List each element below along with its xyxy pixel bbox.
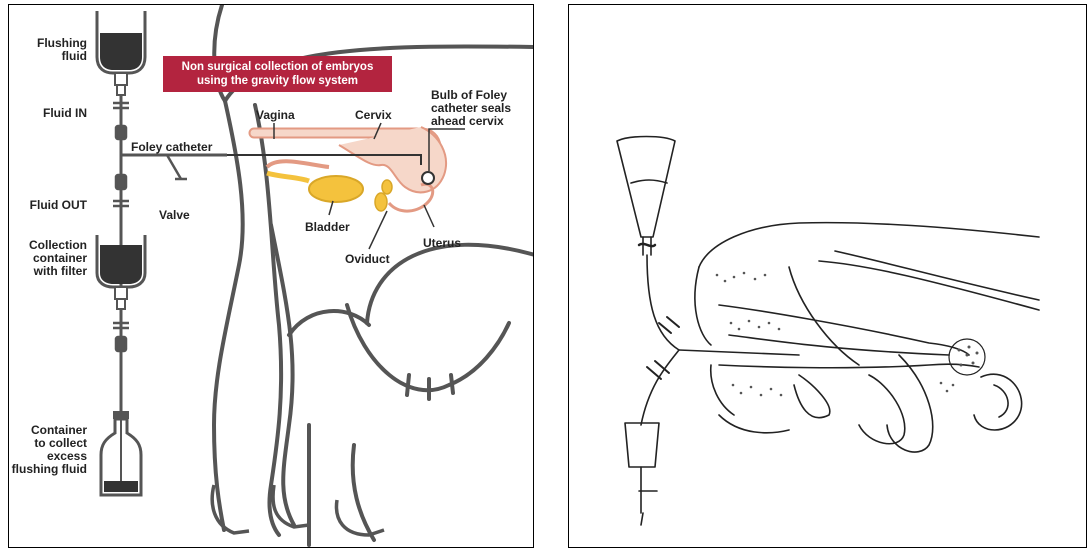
embryo-flushing-line-drawing — [569, 5, 1087, 548]
gravity-flow-diagram-panel: Non surgical collection of embryos using… — [8, 4, 534, 548]
label-oviduct: Oviduct — [345, 253, 390, 266]
flushing-fluid-container — [97, 11, 145, 95]
cow-body-outline — [695, 223, 1039, 433]
banner-line-1: Non surgical collection of embryos — [163, 60, 392, 74]
title-banner: Non surgical collection of embryos using… — [163, 56, 392, 92]
stipple-shading — [716, 272, 979, 397]
outflow-tube — [641, 350, 679, 425]
label-uterus: Uterus — [423, 237, 461, 250]
label-collection-container: Collection container with filter — [15, 239, 87, 278]
reproductive-tract-drawing — [719, 305, 1022, 452]
collection-cup — [625, 423, 659, 525]
funnel-container — [617, 137, 675, 256]
banner-line-2: using the gravity flow system — [163, 74, 392, 88]
label-foley-catheter: Foley catheter — [131, 141, 212, 154]
line-drawing-panel — [568, 4, 1087, 548]
inflow-tube — [647, 255, 679, 350]
excess-fluid-bottle — [101, 411, 141, 495]
label-bulb-foley: Bulb of Foley catheter seals ahead cervi… — [431, 89, 511, 128]
label-flushing-fluid: Flushing fluid — [19, 37, 87, 63]
label-fluid-out: Fluid OUT — [19, 199, 87, 212]
label-valve: Valve — [159, 209, 190, 222]
bladder-shape — [309, 176, 363, 202]
label-cervix: Cervix — [355, 109, 392, 122]
label-vagina: Vagina — [256, 109, 295, 122]
label-bladder: Bladder — [305, 221, 350, 234]
catheter — [679, 350, 799, 355]
collection-clamp — [113, 323, 129, 351]
reproductive-tract — [254, 127, 446, 211]
foley-bulb — [422, 172, 434, 184]
valve — [167, 155, 187, 179]
label-fluid-in: Fluid IN — [19, 107, 87, 120]
collection-container — [97, 235, 145, 309]
label-excess-container: Container to collect excess flushing flu… — [9, 424, 87, 476]
